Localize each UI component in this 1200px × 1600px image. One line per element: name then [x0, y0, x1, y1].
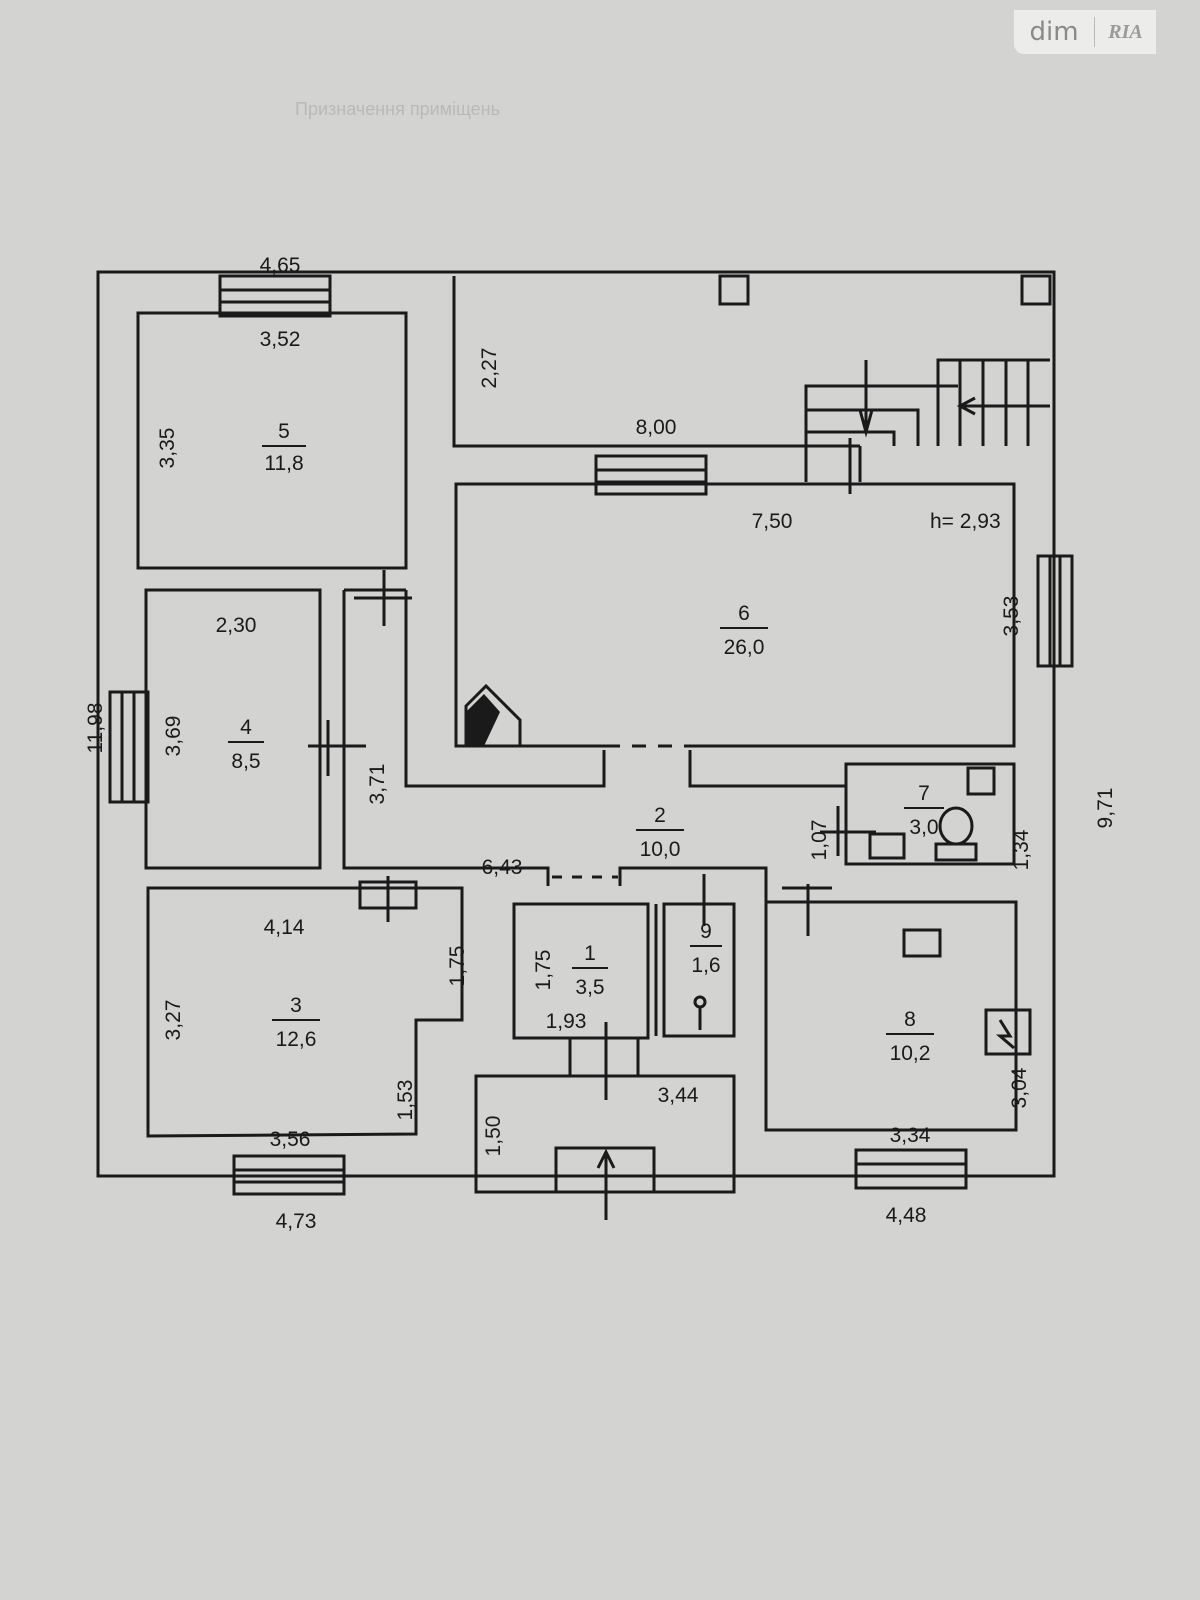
stove-icon — [902, 928, 942, 958]
corridor-wall — [618, 866, 768, 902]
svg-text:6: 6 — [738, 602, 750, 625]
svg-text:3,0: 3,0 — [909, 816, 938, 839]
svg-text:8,5: 8,5 — [231, 750, 260, 773]
svg-text:3,52: 3,52 — [260, 328, 301, 351]
svg-text:3,56: 3,56 — [270, 1128, 311, 1151]
svg-text:8: 8 — [904, 1008, 916, 1031]
watermark-dim: dim — [1014, 17, 1095, 47]
shower-icon — [693, 995, 707, 1030]
ceiling-height: h= 2,93 — [930, 510, 1001, 533]
svg-text:1,75: 1,75 — [446, 946, 469, 987]
room-label-1: 13,5 — [572, 942, 608, 999]
room-label-3: 312,6 — [272, 994, 320, 1051]
svg-text:3,04: 3,04 — [1008, 1067, 1031, 1108]
room-9-walls — [662, 902, 736, 1038]
window — [218, 274, 332, 318]
electric-panel-icon — [984, 1008, 1032, 1056]
door — [354, 570, 412, 626]
corridor-wall — [342, 590, 550, 886]
svg-text:11,8: 11,8 — [264, 452, 303, 475]
svg-text:9,71: 9,71 — [1094, 788, 1117, 829]
svg-text:1,93: 1,93 — [546, 1010, 587, 1033]
window — [108, 690, 150, 804]
room-8-walls — [764, 900, 1018, 1132]
svg-text:4,65: 4,65 — [260, 254, 301, 277]
door — [782, 884, 832, 936]
door — [308, 720, 366, 776]
fireplace-icon — [464, 683, 522, 748]
corridor-wall — [688, 750, 846, 788]
svg-text:9: 9 — [700, 920, 712, 943]
svg-text:5: 5 — [278, 420, 290, 443]
room-5-walls — [136, 311, 408, 570]
upper-zone-walls — [452, 276, 860, 448]
room-label-8: 810,2 — [886, 1008, 934, 1065]
svg-text:1: 1 — [584, 942, 596, 965]
svg-text:2,30: 2,30 — [216, 614, 257, 637]
room-3-walls — [146, 886, 464, 1138]
svg-text:3,5: 3,5 — [575, 976, 604, 999]
svg-text:10,0: 10,0 — [640, 838, 681, 861]
room-7-walls — [844, 762, 1016, 866]
column — [1020, 274, 1052, 306]
svg-text:3,34: 3,34 — [890, 1124, 931, 1147]
door — [358, 876, 418, 922]
svg-text:6,43: 6,43 — [482, 856, 523, 879]
svg-text:1,34: 1,34 — [1010, 829, 1033, 870]
door — [820, 806, 876, 856]
svg-text:4,14: 4,14 — [264, 916, 305, 939]
svg-text:3: 3 — [290, 994, 302, 1017]
dimension-labels: 4,65 3,52 8,00 7,50 2,30 6,43 4,14 1,93 … — [84, 254, 1117, 1233]
corridor-wall — [404, 590, 606, 788]
svg-text:2: 2 — [654, 804, 666, 827]
svg-text:3,69: 3,69 — [162, 716, 185, 757]
staircase — [804, 358, 1050, 494]
toilet-icon — [934, 806, 978, 862]
svg-text:1,75: 1,75 — [532, 950, 555, 991]
svg-text:2,27: 2,27 — [478, 348, 501, 389]
room-label-6: 626,0 — [720, 602, 768, 659]
svg-text:4,73: 4,73 — [276, 1210, 317, 1233]
room-label-4: 48,5 — [228, 716, 264, 773]
svg-text:3,27: 3,27 — [162, 1000, 185, 1041]
svg-text:4,48: 4,48 — [886, 1204, 927, 1227]
svg-text:3,71: 3,71 — [366, 764, 389, 805]
water-heater-icon — [966, 766, 996, 796]
sink-icon — [868, 832, 906, 860]
svg-text:7,50: 7,50 — [752, 510, 793, 533]
room-label-5: 511,8 — [262, 420, 306, 475]
svg-text:12,6: 12,6 — [276, 1028, 317, 1051]
watermark-logo: dim RIA — [1014, 10, 1156, 54]
svg-text:26,0: 26,0 — [724, 636, 765, 659]
background-heading: Призначення приміщень — [295, 99, 500, 119]
window — [594, 454, 708, 496]
column — [718, 274, 750, 306]
svg-text:4: 4 — [240, 716, 252, 739]
svg-text:1,07: 1,07 — [808, 820, 831, 861]
window — [1036, 554, 1074, 668]
window — [232, 1154, 346, 1196]
room-4-walls — [144, 588, 322, 870]
svg-text:3,44: 3,44 — [658, 1084, 699, 1107]
svg-text:11,98: 11,98 — [84, 703, 107, 754]
svg-text:3,53: 3,53 — [1000, 596, 1023, 637]
room-label-2: 210,0 — [636, 804, 684, 861]
room-label-7: 73,0 — [904, 782, 944, 839]
outer-wall — [96, 270, 1056, 1178]
svg-text:10,2: 10,2 — [890, 1042, 931, 1065]
svg-text:1,50: 1,50 — [482, 1116, 505, 1157]
svg-text:3,35: 3,35 — [156, 428, 179, 469]
window — [854, 1148, 968, 1190]
room-6-walls — [454, 482, 1016, 748]
watermark-ria: RIA — [1108, 20, 1143, 43]
svg-text:7: 7 — [918, 782, 930, 805]
svg-text:8,00: 8,00 — [636, 416, 677, 439]
svg-text:1,6: 1,6 — [691, 954, 720, 977]
room-label-9: 91,6 — [690, 920, 722, 977]
svg-text:1,53: 1,53 — [394, 1080, 417, 1121]
